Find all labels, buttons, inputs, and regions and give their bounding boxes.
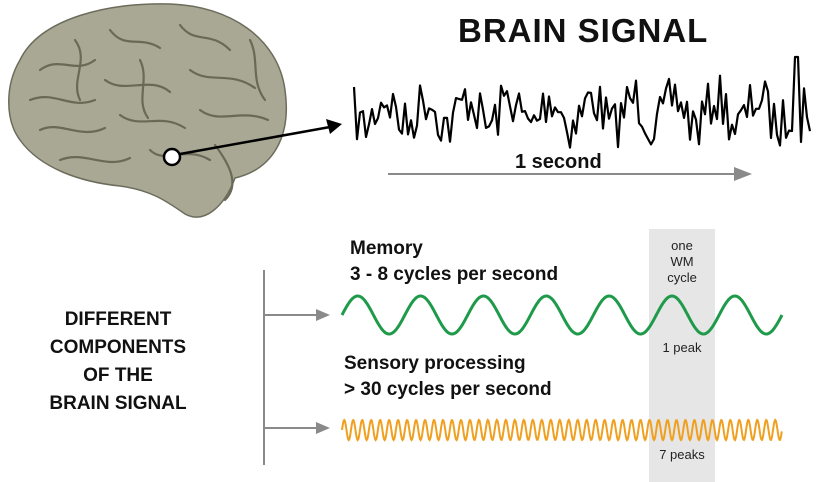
bracket-arrowhead-sensory	[316, 422, 330, 434]
sensory-title: Sensory processing	[344, 353, 526, 374]
sensory-peak-count: 7 peaks	[659, 447, 705, 462]
wm-label-wm: WM	[670, 254, 694, 269]
brain-fold	[248, 38, 267, 102]
brain-fold	[188, 68, 257, 90]
diagram-title: BRAIN SIGNAL	[458, 12, 709, 49]
side-label-line-3: OF THE	[83, 365, 153, 386]
side-label-line-2: COMPONENTS	[49, 337, 187, 358]
brain-fold	[118, 113, 187, 130]
brain-fold	[108, 28, 162, 50]
bracket-arrowhead-memory	[316, 309, 330, 321]
memory-peak-count: 1 peak	[662, 340, 702, 355]
sensory-rate: > 30 cycles per second	[344, 379, 552, 400]
memory-rate: 3 - 8 cycles per second	[350, 264, 559, 285]
raw-brain-signal	[352, 55, 812, 149]
brain-fold	[213, 143, 234, 202]
brain-gyri	[28, 23, 270, 202]
brain-fold	[38, 126, 107, 134]
wm-label-cycle: cycle	[667, 270, 697, 285]
side-label-line-1: DIFFERENT	[64, 309, 172, 330]
brain-fold	[178, 23, 232, 52]
memory-wave	[340, 294, 784, 336]
memory-title: Memory	[350, 238, 423, 259]
brain-fold	[38, 58, 97, 72]
side-label-line-4: BRAIN SIGNAL	[49, 393, 187, 414]
brain-fold	[198, 108, 270, 122]
time-scale-arrowhead	[734, 167, 752, 181]
brain-shape	[8, 3, 287, 218]
sensory-wave	[341, 418, 783, 442]
brain-illustration	[8, 3, 342, 218]
brain-fold	[138, 58, 150, 120]
time-scale-label: 1 second	[515, 151, 602, 173]
electrode-marker	[162, 147, 182, 167]
brain-fold	[103, 78, 172, 94]
brain-fold	[58, 156, 132, 163]
electrode-arrowhead	[326, 119, 342, 134]
brain-fold	[73, 38, 82, 102]
wm-label-one: one	[671, 238, 693, 253]
electrode-arrow-line	[179, 125, 331, 156]
brain-fold	[28, 96, 97, 104]
